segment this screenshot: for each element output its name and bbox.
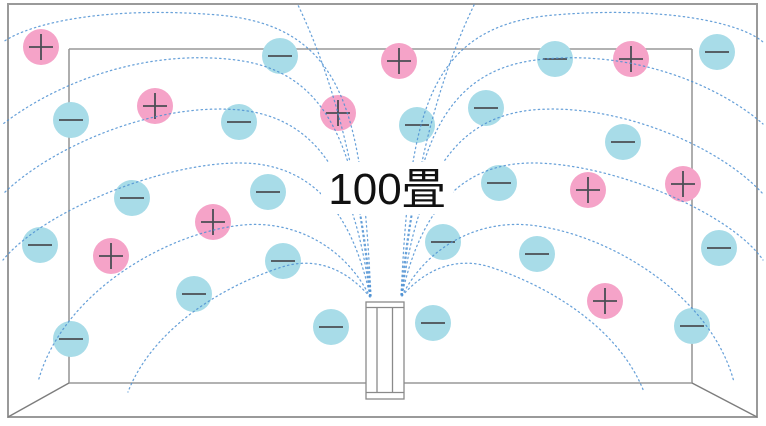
negative-ion — [265, 243, 301, 279]
ion-trajectory-line — [37, 223, 371, 383]
ion-trajectory-line — [401, 223, 735, 383]
negative-ion — [468, 90, 504, 126]
negative-ion — [53, 321, 89, 357]
room-capacity-label: 100畳 — [328, 165, 445, 214]
ion-trajectory-line — [2, 57, 372, 297]
negative-ion — [674, 308, 710, 344]
negative-ion — [250, 174, 286, 210]
negative-ion — [605, 124, 641, 160]
ion-trajectory-line — [2, 162, 371, 297]
ion-trajectory-line — [127, 262, 371, 393]
positive-ion — [570, 172, 606, 208]
negative-ion — [262, 38, 298, 74]
negative-ion — [176, 276, 212, 312]
negative-ion — [425, 224, 461, 260]
positive-ion — [137, 88, 173, 124]
ion-trajectory-line — [401, 108, 764, 296]
positive-ion — [320, 95, 356, 131]
negative-ion — [701, 230, 737, 266]
negative-ion — [415, 305, 451, 341]
ion-trajectory-line — [296, 2, 371, 297]
positive-ion — [613, 41, 649, 77]
ion-emitter-device — [365, 301, 405, 400]
positive-ion — [665, 166, 701, 202]
positive-ion — [195, 204, 231, 240]
negative-ion — [313, 309, 349, 345]
positive-ion — [23, 29, 59, 65]
ion-trajectory-line — [401, 2, 476, 296]
positive-ion — [381, 43, 417, 79]
negative-ion — [519, 236, 555, 272]
positive-ion — [93, 238, 129, 274]
ion-trajectory-line — [2, 108, 371, 297]
negative-ion — [699, 34, 735, 70]
negative-ion — [114, 180, 150, 216]
negative-ion — [399, 107, 435, 143]
device-body — [365, 301, 405, 400]
outer-frame — [7, 3, 758, 418]
ion-trajectory-line — [401, 262, 645, 393]
negative-ion — [22, 227, 58, 263]
positive-ion — [587, 283, 623, 319]
negative-ion — [221, 104, 257, 140]
corner-perspective-left — [7, 382, 70, 418]
negative-ion — [481, 165, 517, 201]
room-capacity-label-group: 100畳 — [321, 162, 453, 214]
ion-trajectory-line — [401, 162, 764, 296]
corner-perspective-right — [691, 382, 758, 418]
label-background — [321, 162, 453, 214]
negative-ion — [53, 102, 89, 138]
